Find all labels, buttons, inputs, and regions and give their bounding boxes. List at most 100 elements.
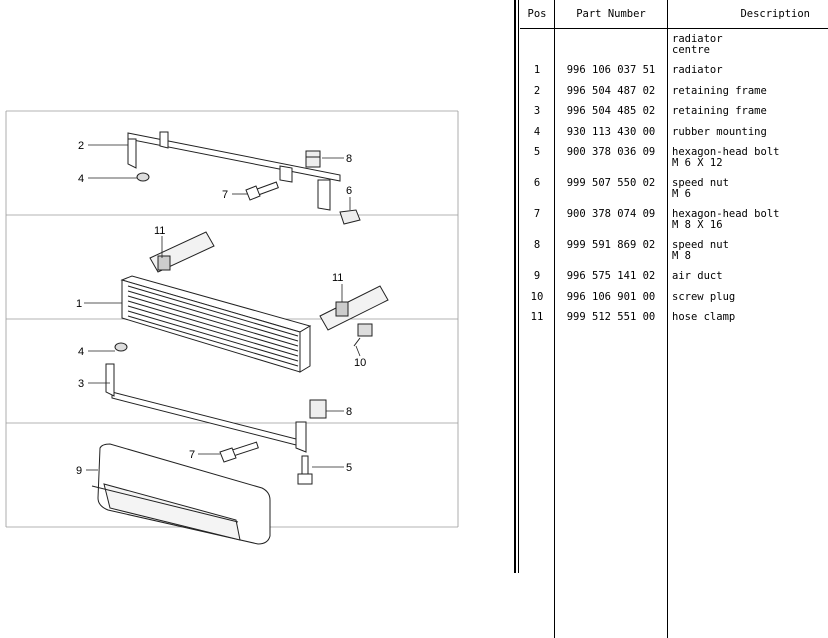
- row-pos: 7: [520, 204, 555, 235]
- callout-2: 2: [78, 140, 84, 152]
- callout-11-left: 11: [154, 225, 165, 237]
- callout-8-upper: 8: [346, 153, 352, 165]
- screw-plug: [354, 324, 372, 346]
- row-description-line1: hose clamp: [672, 311, 735, 323]
- rubber-mounting-upper: [137, 173, 149, 181]
- callout-9: 9: [76, 465, 82, 477]
- callout-8-lower: 8: [346, 406, 352, 418]
- row-description: screw plug: [668, 287, 828, 308]
- callout-7-lower: 7: [189, 449, 195, 461]
- table-filler-row: [520, 328, 828, 638]
- row-pos: 10: [520, 287, 555, 308]
- row-description: retaining frame: [668, 101, 828, 122]
- exploded-parts-diagram: 2 4 7 8 6 11 1 11 4 3 10 8 7 9 5: [0, 0, 514, 573]
- row-pos: [520, 29, 555, 61]
- row-description-line2: M 6 X 12: [672, 158, 828, 169]
- air-duct: [92, 444, 270, 544]
- row-description-line1: retaining frame: [672, 105, 767, 117]
- row-description-line2: M 8 X 16: [672, 220, 828, 231]
- bolt-5: [298, 456, 312, 484]
- upper-retaining-frame: [128, 132, 340, 210]
- row-pos: 11: [520, 307, 555, 328]
- callout-6: 6: [346, 185, 352, 197]
- row-description: retaining frame: [668, 81, 828, 102]
- speed-nut-upper: [306, 151, 320, 167]
- callout-7-upper: 7: [222, 189, 228, 201]
- row-description-line2: centre: [672, 45, 828, 56]
- row-description: hose clamp: [668, 307, 828, 328]
- row-pos: 2: [520, 81, 555, 102]
- row-pos: 4: [520, 122, 555, 143]
- row-part-number: 930 113 430 00: [555, 122, 668, 143]
- table-row[interactable]: 4 930 113 430 00 rubber mounting: [520, 122, 828, 143]
- header-part-number: Part Number: [555, 0, 668, 29]
- callout-5: 5: [346, 462, 352, 474]
- row-pos: 8: [520, 235, 555, 266]
- parts-table-header: Pos Part Number Description: [520, 0, 828, 29]
- column-separator: [514, 0, 516, 573]
- callout-10: 10: [354, 357, 366, 369]
- row-description-line1: air duct: [672, 270, 723, 282]
- row-pos: 1: [520, 60, 555, 81]
- row-part-number: 900 378 036 09: [555, 142, 668, 173]
- callout-3: 3: [78, 378, 84, 390]
- row-description-line2: M 6: [672, 189, 828, 200]
- callout-4-upper: 4: [78, 173, 84, 185]
- row-pos: 5: [520, 142, 555, 173]
- row-description-line1: screw plug: [672, 291, 735, 303]
- speed-nut-6: [340, 210, 360, 224]
- row-description-line1: retaining frame: [672, 85, 767, 97]
- filler-cell: [555, 328, 668, 638]
- row-description-line1: rubber mounting: [672, 126, 767, 138]
- callout-4-lower: 4: [78, 346, 84, 358]
- column-separator-inner: [518, 0, 519, 573]
- row-pos: 3: [520, 101, 555, 122]
- row-part-number: 996 575 141 02: [555, 266, 668, 287]
- row-description-line1: radiator: [672, 64, 723, 76]
- bolt-lower: [220, 442, 258, 462]
- row-description: rubber mounting: [668, 122, 828, 143]
- table-row[interactable]: 9 996 575 141 02 air duct: [520, 266, 828, 287]
- row-part-number: 999 507 550 02: [555, 173, 668, 204]
- table-row[interactable]: 1 996 106 037 51 radiator: [520, 60, 828, 81]
- row-description: air duct: [668, 266, 828, 287]
- table-row[interactable]: 2 996 504 487 02 retaining frame: [520, 81, 828, 102]
- header-pos: Pos: [520, 0, 555, 29]
- row-part-number: 996 106 037 51: [555, 60, 668, 81]
- callout-11-right: 11: [332, 272, 343, 284]
- filler-cell: [668, 328, 828, 638]
- row-part-number: [555, 29, 668, 61]
- bolt-upper: [246, 182, 278, 200]
- filler-cell: [520, 328, 555, 638]
- row-part-number: 900 378 074 09: [555, 204, 668, 235]
- rubber-mounting-lower: [115, 343, 127, 351]
- speed-nut-lower: [310, 400, 326, 418]
- row-part-number: 996 504 485 02: [555, 101, 668, 122]
- row-description: radiator: [668, 60, 828, 81]
- radiator-core: [122, 276, 310, 372]
- row-part-number: 996 504 487 02: [555, 81, 668, 102]
- lower-retaining-frame: [106, 364, 306, 452]
- callout-1: 1: [76, 298, 82, 310]
- row-pos: 9: [520, 266, 555, 287]
- header-description: Description: [668, 0, 828, 29]
- row-description-line2: M 8: [672, 251, 828, 262]
- table-row[interactable]: 3 996 504 485 02 retaining frame: [520, 101, 828, 122]
- row-part-number: 996 106 901 00: [555, 287, 668, 308]
- row-pos: 6: [520, 173, 555, 204]
- table-row[interactable]: 10 996 106 901 00 screw plug: [520, 287, 828, 308]
- row-part-number: 999 591 869 02: [555, 235, 668, 266]
- table-row[interactable]: 11 999 512 551 00 hose clamp: [520, 307, 828, 328]
